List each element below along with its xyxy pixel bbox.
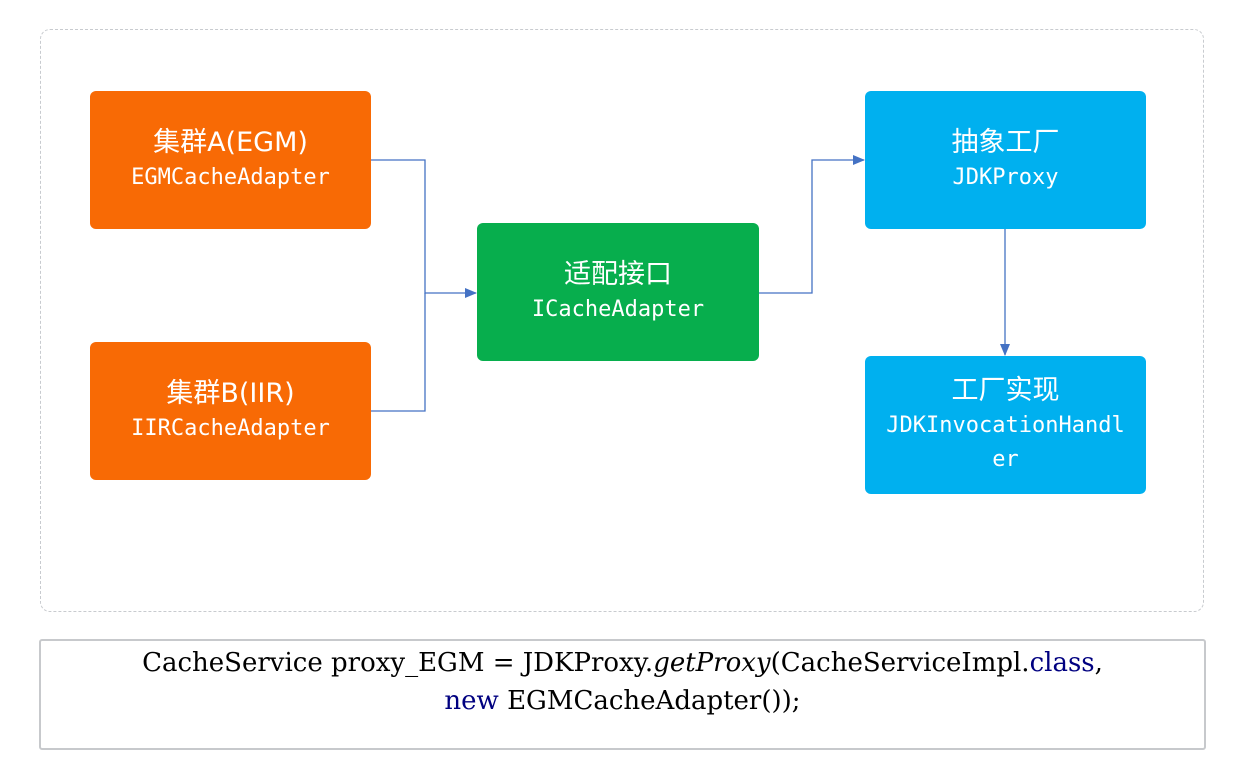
cluster-b-box: 集群B(IIR) IIRCacheAdapter	[90, 342, 371, 480]
cluster-a-box: 集群A(EGM) EGMCacheAdapter	[90, 91, 371, 229]
connector-adapter-to-factory	[759, 155, 865, 294]
abstract-factory-title: 抽象工厂	[951, 127, 1060, 158]
cluster-a-title: 集群A(EGM)	[153, 127, 308, 158]
connector-cluster-a-to-adapter	[371, 159, 477, 298]
code-line-2: new EGMCacheAdapter());	[41, 682, 1204, 720]
code-line1-part3: ,	[1094, 648, 1103, 678]
code-line1-part2: (CacheServiceImpl.	[770, 648, 1030, 678]
abstract-factory-box: 抽象工厂 JDKProxy	[865, 91, 1146, 229]
code-line1-part1: CacheService proxy_EGM = JDKProxy.	[142, 648, 654, 678]
diagram-frame	[40, 29, 1204, 612]
adapter-interface-title: 适配接口	[564, 259, 672, 290]
adapter-interface-subtitle: ICacheAdapter	[531, 297, 705, 322]
abstract-factory-subtitle: JDKProxy	[952, 165, 1059, 190]
code-line1-keyword: class	[1029, 648, 1095, 678]
code-snippet: CacheService proxy_EGM = JDKProxy.getPro…	[39, 639, 1206, 750]
code-line2-part1: EGMCacheAdapter());	[498, 686, 801, 716]
connector-cluster-b-to-adapter	[371, 293, 426, 412]
code-line2-keyword: new	[444, 686, 499, 716]
cluster-b-subtitle: IIRCacheAdapter	[131, 416, 330, 441]
code-line1-method: getProxy	[653, 648, 771, 678]
code-line-1: CacheService proxy_EGM = JDKProxy.getPro…	[41, 644, 1204, 682]
cluster-b-title: 集群B(IIR)	[166, 378, 295, 409]
factory-impl-box: 工厂实现 JDKInvocationHandler	[865, 356, 1146, 494]
adapter-interface-box: 适配接口 ICacheAdapter	[477, 223, 759, 361]
factory-impl-title: 工厂实现	[951, 375, 1060, 406]
factory-impl-subtitle: JDKInvocationHandler	[886, 413, 1125, 472]
cluster-a-subtitle: EGMCacheAdapter	[131, 165, 330, 190]
